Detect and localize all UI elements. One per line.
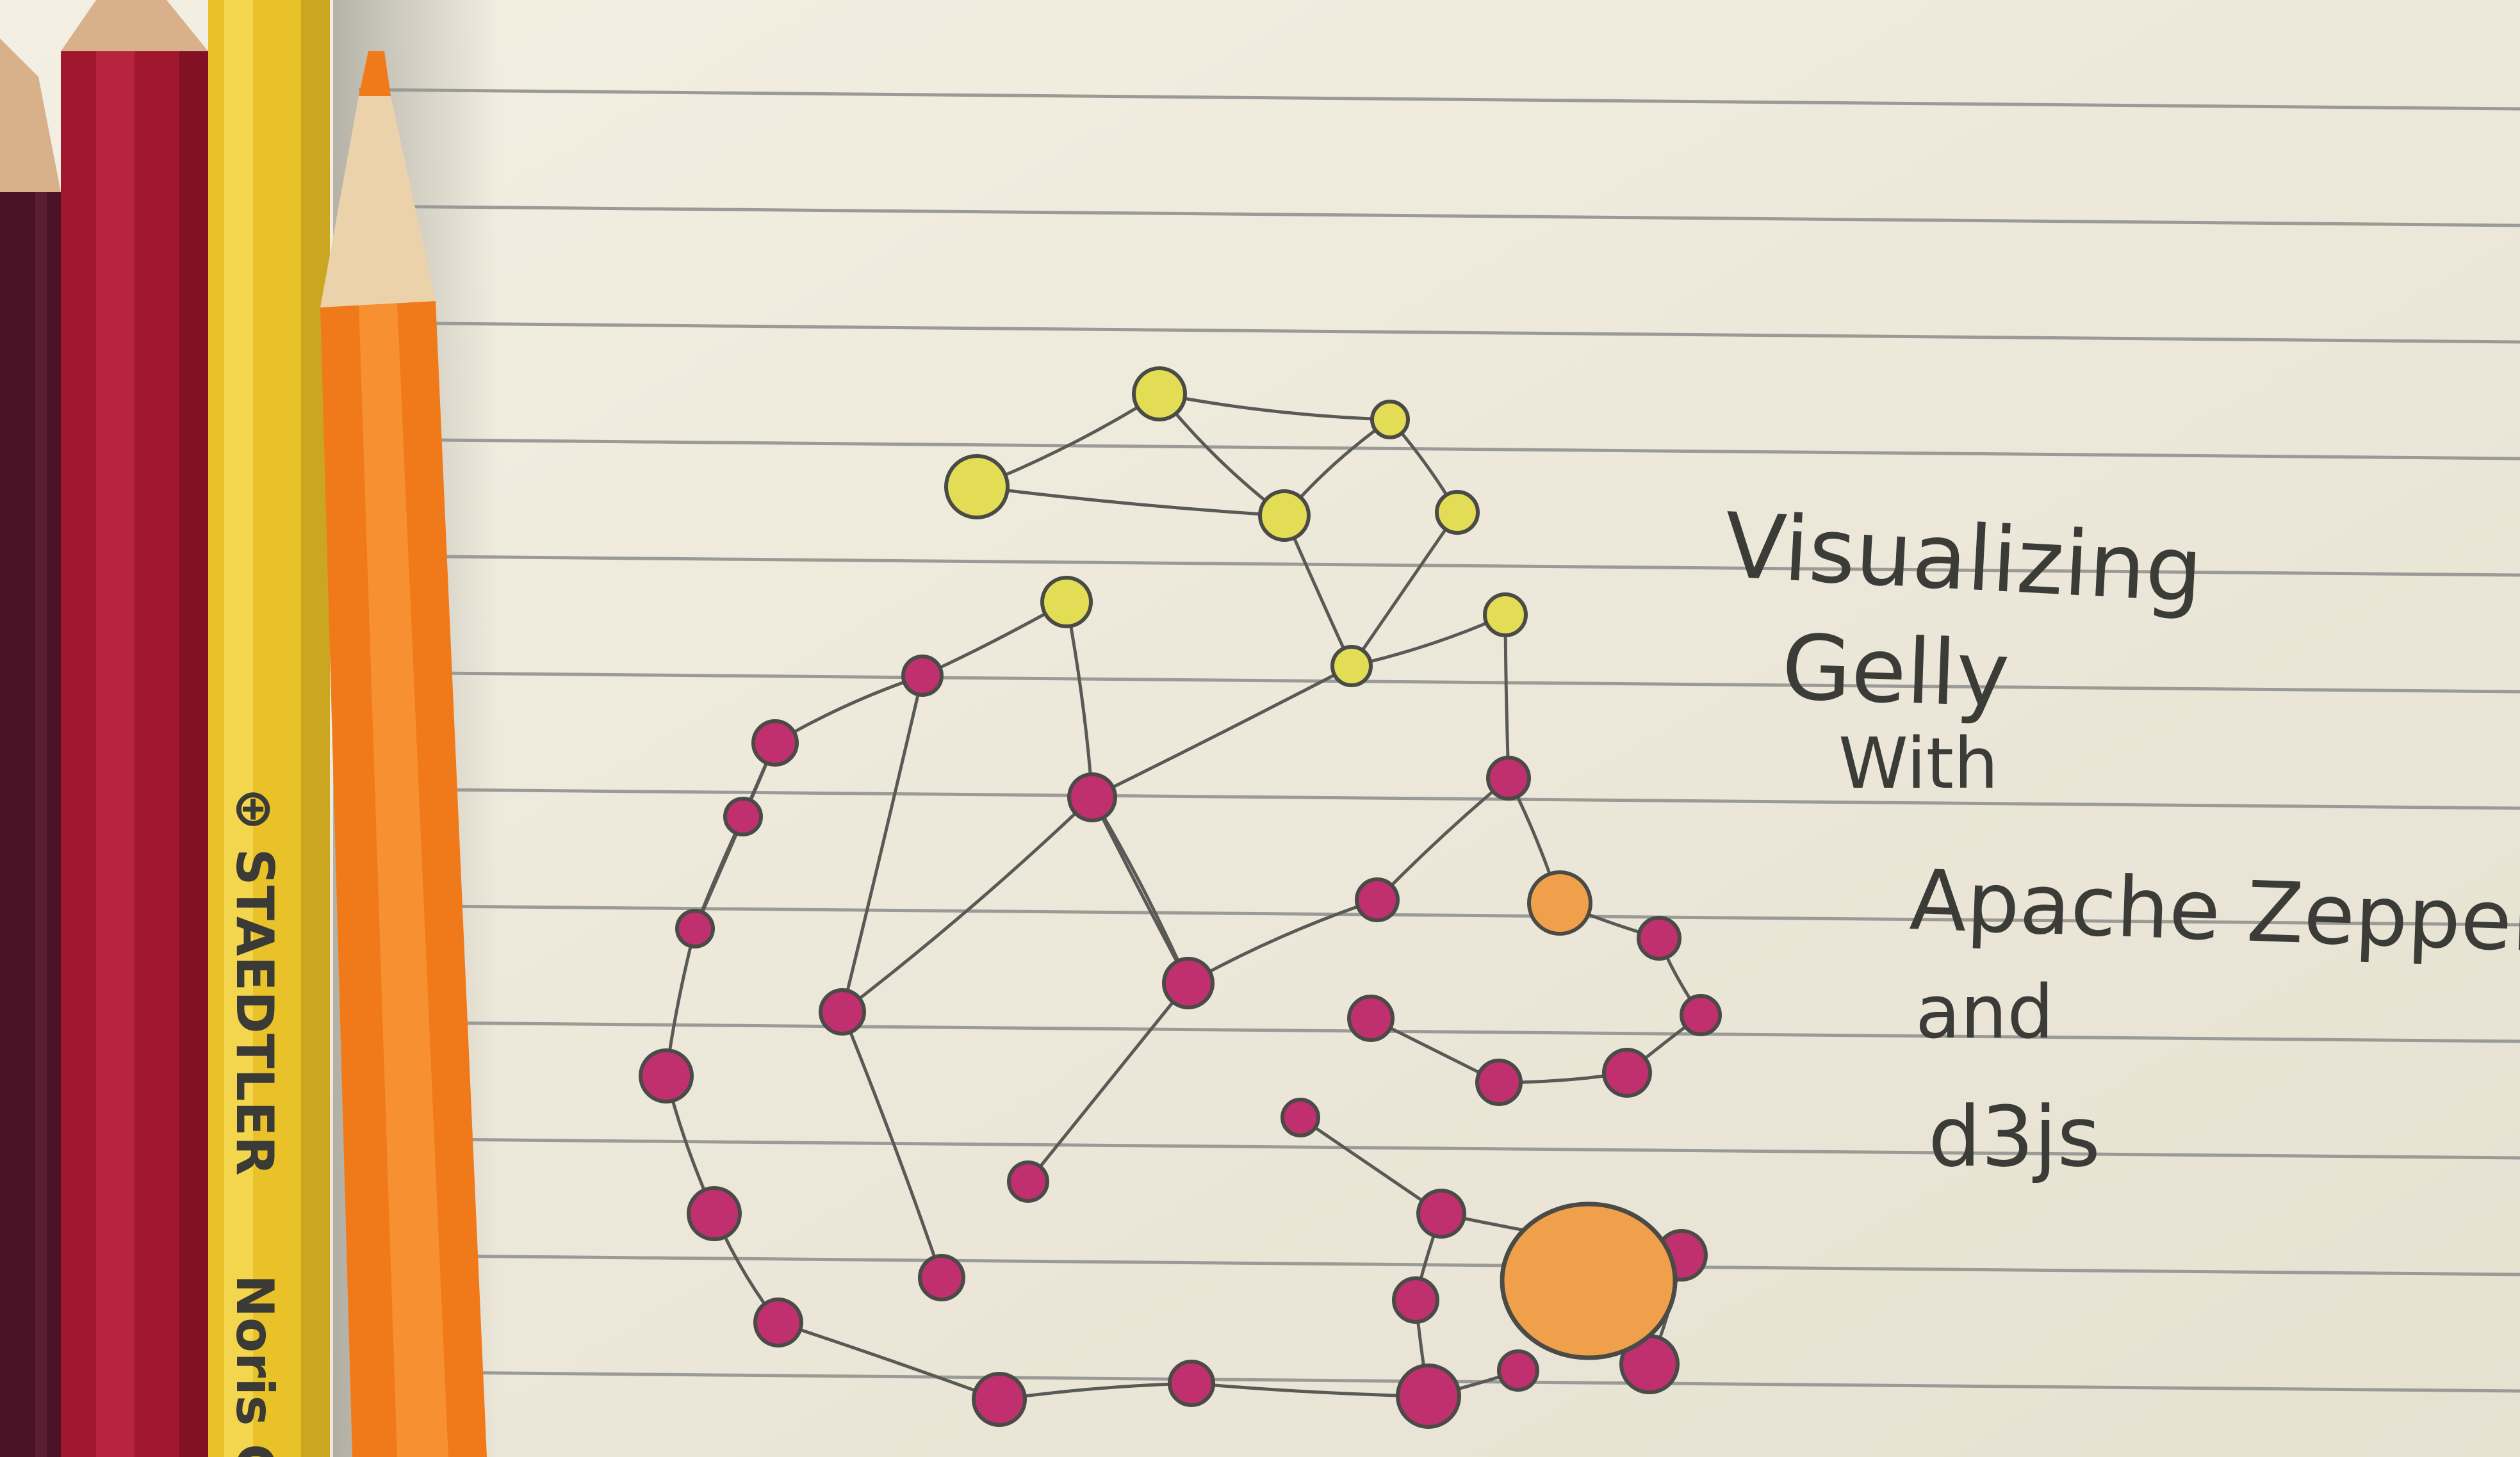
graph-node bbox=[944, 454, 1010, 519]
note-line-with: With bbox=[1838, 722, 1999, 804]
ruled-line bbox=[358, 787, 2520, 810]
graph-node bbox=[1330, 645, 1373, 687]
graph-node bbox=[1007, 1160, 1049, 1203]
graph-edge bbox=[840, 1010, 944, 1280]
graph-node bbox=[687, 1186, 742, 1241]
graph-node bbox=[1475, 1059, 1523, 1106]
graph-node bbox=[918, 1254, 965, 1301]
ruled-line bbox=[358, 671, 2520, 694]
graph-node bbox=[1637, 916, 1681, 961]
orange-pencil bbox=[320, 51, 487, 1457]
graph-node bbox=[1040, 576, 1093, 628]
graph-edge bbox=[1158, 392, 1392, 421]
large-orange-node bbox=[1500, 1201, 1678, 1360]
graph-node bbox=[972, 1372, 1027, 1427]
colored-pencils: ⊕ STAEDTLER Noris C bbox=[0, 0, 487, 1457]
ruled-line bbox=[358, 88, 2520, 111]
graph-node bbox=[1258, 489, 1311, 542]
graph-edge bbox=[840, 674, 924, 1014]
graph-edge bbox=[1090, 795, 1190, 985]
graph-node bbox=[1168, 1360, 1215, 1407]
graph-node bbox=[1347, 995, 1395, 1042]
graph-node bbox=[1483, 592, 1528, 637]
note-line-gelly: Gelly bbox=[1780, 615, 2011, 728]
graph-node bbox=[1067, 772, 1117, 822]
graph-node bbox=[1132, 366, 1187, 421]
graph-edge bbox=[840, 795, 1094, 1014]
ruled-line bbox=[358, 1253, 2520, 1276]
graph-node bbox=[1355, 877, 1400, 922]
graph-edge bbox=[1026, 981, 1190, 1184]
graph-node bbox=[1280, 1098, 1320, 1137]
graph-edge bbox=[975, 485, 1286, 517]
graph-node bbox=[639, 1048, 694, 1103]
graph-edge bbox=[1186, 898, 1379, 985]
graph-node bbox=[753, 1298, 803, 1347]
noris-imprint: Noris C bbox=[225, 1274, 284, 1457]
graph-nodes bbox=[639, 366, 1722, 1429]
graph-edge bbox=[1090, 795, 1190, 985]
graph-edge bbox=[1375, 776, 1510, 902]
graph-node bbox=[819, 988, 866, 1036]
note-line-and: and bbox=[1915, 970, 2054, 1055]
graph-node bbox=[1396, 1363, 1461, 1429]
crimson-pencil bbox=[61, 0, 208, 1457]
ruled-line bbox=[358, 1137, 2520, 1160]
handwritten-note: Visualizing Gelly With Apache Zeppelin a… bbox=[1722, 494, 2520, 1185]
ruled-line bbox=[358, 437, 2520, 460]
graph-node bbox=[1162, 957, 1215, 1009]
staedtler-imprint: ⊕ STAEDTLER bbox=[225, 788, 284, 1176]
graph-node bbox=[1370, 400, 1410, 439]
note-line-d3js: d3js bbox=[1928, 1088, 2100, 1185]
graph-node bbox=[1497, 1349, 1539, 1392]
graph-node bbox=[751, 719, 799, 767]
ruled-line bbox=[358, 554, 2520, 577]
graph-node bbox=[1527, 870, 1592, 936]
ruled-line bbox=[358, 1020, 2520, 1043]
graph-edge bbox=[1090, 664, 1354, 799]
graph-node bbox=[723, 797, 763, 836]
dark-red-pencil bbox=[0, 38, 61, 1457]
graph-edge bbox=[776, 1321, 1001, 1401]
ruled-line bbox=[358, 904, 2520, 927]
ruled-line bbox=[358, 321, 2520, 344]
graph-node bbox=[1602, 1048, 1652, 1098]
note-line-visualizing: Visualizing bbox=[1722, 494, 2205, 623]
graph-node bbox=[675, 909, 715, 948]
graph-node bbox=[1416, 1189, 1466, 1239]
ruled-line bbox=[358, 204, 2520, 227]
graph-edge bbox=[1350, 510, 1459, 668]
graph-node bbox=[1435, 490, 1480, 535]
graph-node bbox=[901, 655, 944, 697]
yellow-pencil: ⊕ STAEDTLER Noris C bbox=[208, 0, 330, 1457]
graph-node bbox=[1680, 994, 1722, 1036]
graph-node bbox=[1392, 1276, 1439, 1324]
graph-node bbox=[1486, 756, 1531, 801]
